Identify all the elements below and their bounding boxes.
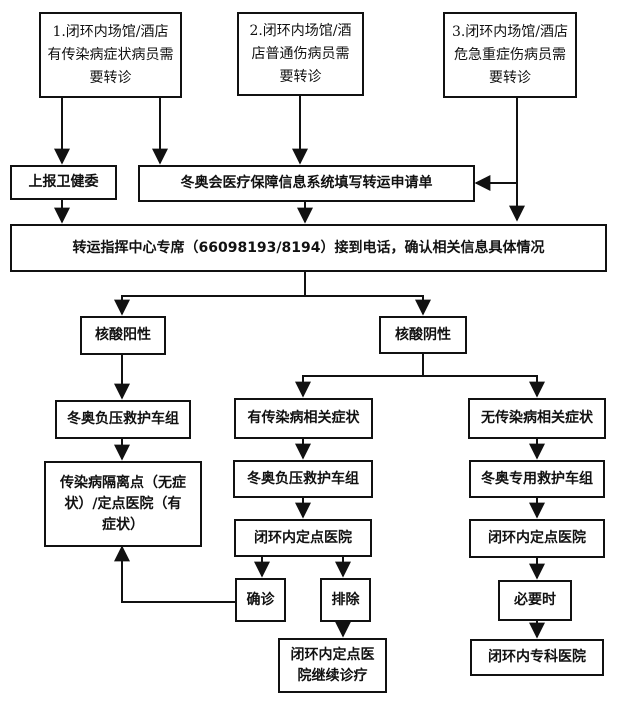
line-negative-split-right	[423, 375, 545, 398]
system-application-form: 冬奥会医疗保障信息系统填写转运申请单	[138, 165, 475, 202]
specialty-hospital: 闭环内专科医院	[470, 639, 604, 676]
line-negative-split-left	[295, 354, 424, 398]
command-center: 转运指挥中心专席（66098193/8194）接到电话，确认相关信息具体情况	[10, 224, 607, 272]
with-infectious-symptoms: 有传染病相关症状	[234, 398, 373, 439]
negative-pressure-ambulance-2: 冬奥负压救护车组	[233, 460, 373, 498]
isolation-or-designated-hospital: 传染病隔离点（无症状）/定点医院（有症状）	[44, 461, 202, 547]
negative-pressure-ambulance-1: 冬奥负压救护车组	[55, 400, 191, 439]
nucleic-acid-positive: 核酸阳性	[80, 316, 166, 355]
line-command-split-right	[305, 295, 431, 316]
when-needed: 必要时	[498, 580, 572, 621]
line-command-split	[114, 272, 306, 316]
excluded-diagnosis: 排除	[320, 578, 371, 622]
continue-treatment: 闭环内定点医院继续诊疗	[278, 638, 387, 693]
report-health-commission: 上报卫健委	[10, 165, 117, 200]
start-node-infectious: 1.闭环内场馆/酒店有传染病症状病员需要转诊	[39, 12, 182, 98]
nucleic-acid-negative: 核酸阴性	[379, 316, 467, 354]
arrow-confirmed-to-isolation	[114, 545, 235, 603]
without-infectious-symptoms: 无传染病相关症状	[468, 398, 606, 439]
designated-hospital-right: 闭环内定点医院	[469, 519, 605, 558]
start-node-critical: 3.闭环内场馆/酒店危急重症伤病员需要转诊	[443, 12, 577, 98]
confirmed-diagnosis: 确诊	[235, 578, 286, 622]
dedicated-ambulance: 冬奥专用救护车组	[469, 460, 605, 498]
designated-hospital-left: 闭环内定点医院	[234, 519, 372, 557]
start-node-ordinary: 2.闭环内场馆/酒店普通伤病员需要转诊	[237, 12, 364, 96]
